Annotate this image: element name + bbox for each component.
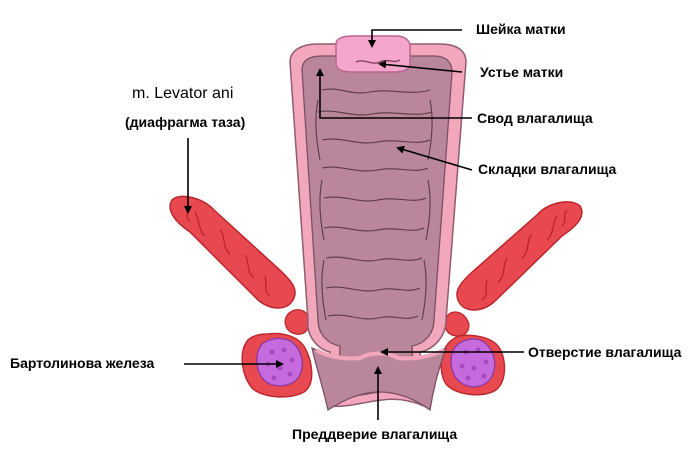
label-cervix: Шейка матки xyxy=(476,21,566,37)
label-levator-ani: m. Levator ani xyxy=(132,85,234,102)
levator-ani-right xyxy=(456,201,583,311)
label-bartholin-gland: Бартолинова железа xyxy=(10,355,155,371)
label-vaginal-orifice: Отверстие влагалища xyxy=(528,344,682,360)
bartholin-gland-right xyxy=(440,334,506,396)
label-uterine-os: Устье матки xyxy=(480,64,564,80)
label-vaginal-fornix: Свод влагалища xyxy=(477,110,593,126)
muscle-lobe-right xyxy=(444,311,470,337)
vestibule-shape xyxy=(311,346,448,412)
arrow-icon xyxy=(396,145,473,171)
muscle-lobe-left xyxy=(284,309,310,335)
leader-lines xyxy=(184,29,524,420)
vaginal-rugae xyxy=(315,88,433,321)
arrow-icon xyxy=(378,60,463,73)
label-vestibule: Преддверие влагалища xyxy=(292,426,458,442)
levator-ani-left xyxy=(169,195,296,309)
arrow-icon xyxy=(368,29,462,48)
bartholin-gland-left xyxy=(241,332,313,398)
label-vaginal-rugae: Складки влагалища xyxy=(478,161,617,177)
label-pelvic-diaphragm: (диафрагма таза) xyxy=(125,114,246,130)
arrow-icon xyxy=(316,68,472,119)
